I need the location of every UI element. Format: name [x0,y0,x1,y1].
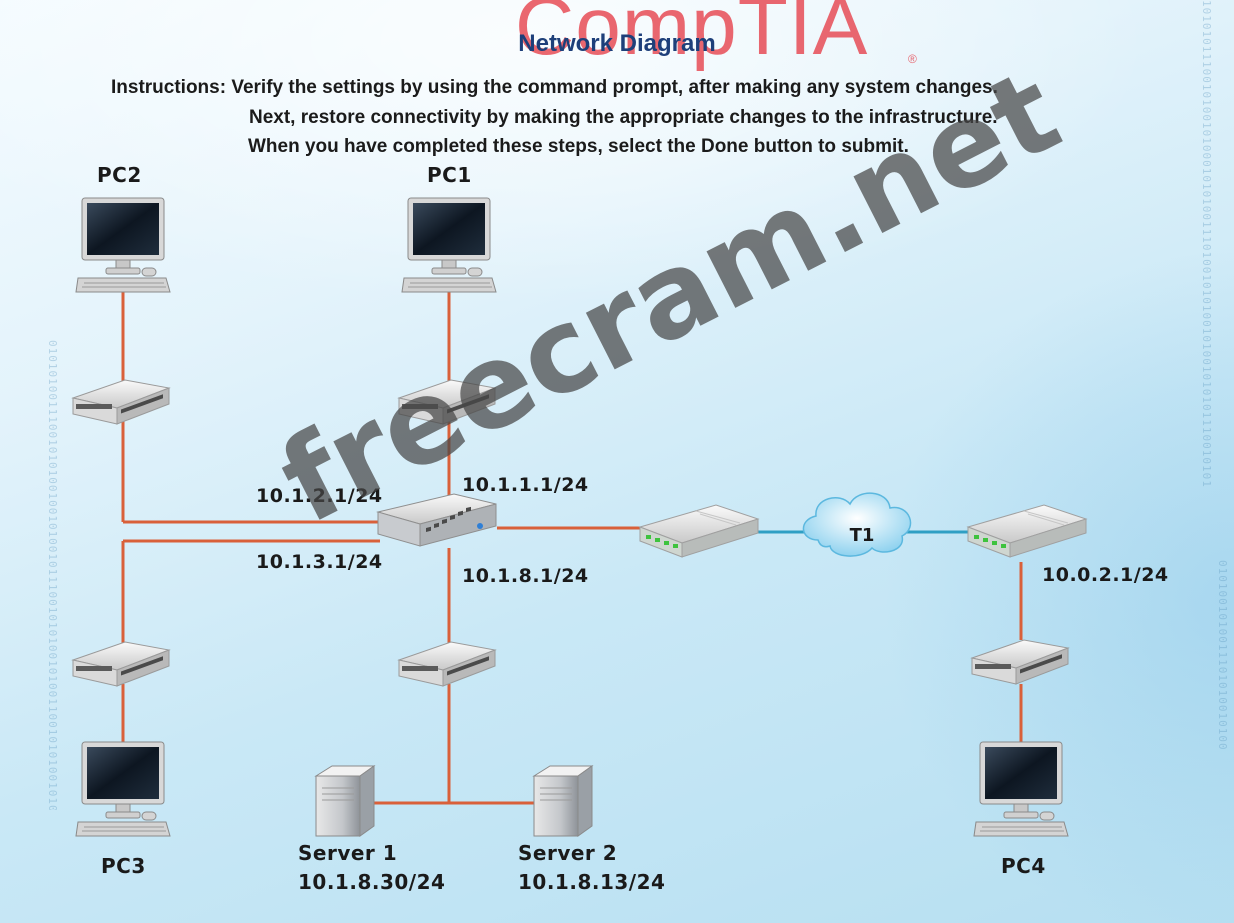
instruction-line-2: Next, restore connectivity by making the… [249,107,998,128]
comptia-logo: CompTIA [515,0,869,72]
t1-cloud[interactable] [802,492,912,557]
server2-ip: 10.1.8.13/24 [518,870,666,894]
t1-label: T1 [850,525,875,546]
server1-name: Server 1 [298,841,398,865]
pc4-computer[interactable] [973,741,1069,837]
pc3-computer[interactable] [75,741,171,837]
server2-name: Server 2 [518,841,618,865]
logo-registered-mark: ® [908,52,917,66]
interface-label-pc2-side: 10.1.2.1/24 [256,485,383,507]
core-router[interactable] [376,493,497,547]
pc3-label: PC3 [101,854,146,878]
switch-pc3[interactable] [72,641,170,687]
cables [121,292,1023,805]
pc2-computer[interactable] [75,197,171,293]
instruction-line-1: Instructions: Verify the settings by usi… [111,77,998,98]
edge-router-local[interactable] [639,504,759,558]
server1-ip: 10.1.8.30/24 [298,870,446,894]
page-title: Network Diagram [518,30,716,57]
binary-decoration-right-2: 0101001010011101010010100 [1216,560,1229,751]
interface-label-server-side: 10.1.8.1/24 [462,565,589,587]
switch-pc2[interactable] [72,379,170,425]
interface-label-pc1-side: 10.1.1.1/24 [462,474,589,496]
binary-decoration-right: 1010101110010100101000101010011101001010… [1200,0,1213,488]
instruction-line-3: When you have completed these steps, sel… [248,136,909,157]
switch-pc4[interactable] [971,639,1069,685]
interface-label-pc3-side: 10.1.3.1/24 [256,551,383,573]
server2-tower[interactable] [533,765,593,837]
server1-tower[interactable] [315,765,375,837]
switch-servers[interactable] [398,641,496,687]
pc1-computer[interactable] [401,197,497,293]
pc2-label: PC2 [97,163,142,187]
interface-label-remote: 10.0.2.1/24 [1042,564,1169,586]
binary-decoration-left: 0101010011100101010010010100101110010101… [46,340,59,810]
pc4-label: PC4 [1001,854,1046,878]
pc1-label: PC1 [427,163,472,187]
edge-router-remote[interactable] [967,504,1087,558]
